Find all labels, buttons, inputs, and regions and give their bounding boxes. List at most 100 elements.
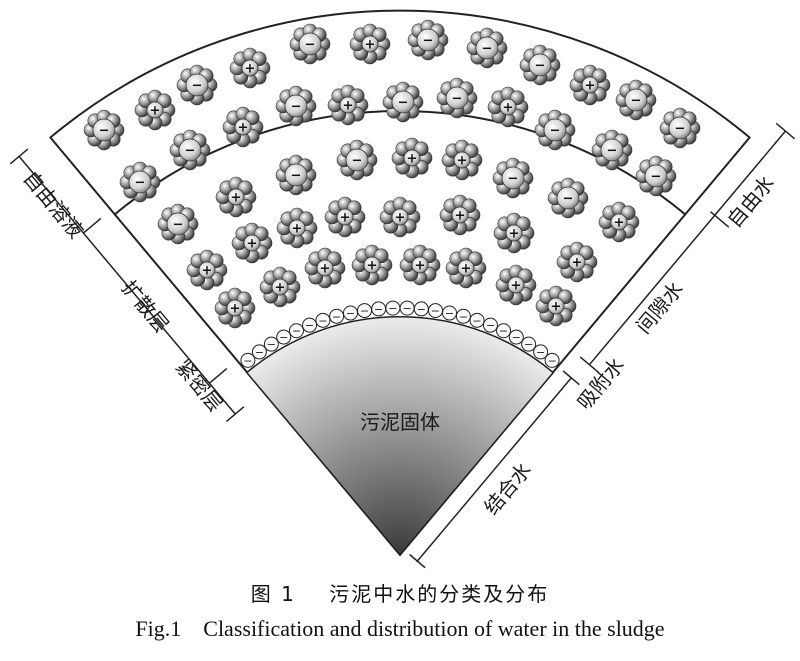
compact-layer-ion-sign: − [472,314,481,327]
cation-ion: + [276,207,318,249]
ion-sign: + [230,302,241,317]
ion-core [391,90,415,114]
compact-layer-ion: − [342,305,358,321]
label-free-solution: 自由溶液 [18,166,88,243]
ion-core [316,259,334,277]
cation-ion: + [445,247,487,289]
anion-ion: − [289,23,331,65]
compact-layer-ion: − [329,308,345,324]
compact-layer-ion-sign: − [292,325,301,338]
ion-core [361,35,379,53]
ion-sign: − [535,59,546,74]
compact-layer-ion: − [357,303,373,319]
ion-core [339,96,357,114]
caption-en: Fig.1 Classification and distribution of… [0,616,800,642]
compact-layer-ion: − [399,300,415,316]
ion-sign: + [461,262,472,277]
cation-ion: + [495,264,537,306]
ion-core [166,212,190,236]
ion-sign: + [415,259,426,274]
ion-sign: + [457,154,468,169]
label-interstitial-water: 间隙水 [631,277,688,338]
compact-layer-ion: − [508,329,524,345]
compact-layer-ion-sign: − [279,331,288,344]
compact-layer-ion-sign: − [459,310,468,323]
ion-core [528,53,552,77]
ion-sign: + [509,227,520,242]
ion-sign: − [482,42,493,57]
ion-sign: + [365,38,376,53]
anion-ion: − [119,161,161,203]
compact-layer-ion-sign: − [388,302,397,315]
ion-sign: − [508,172,519,187]
label-bound-water: 结合水 [479,458,536,519]
ion-core [507,276,525,294]
ion-sign: − [651,170,662,185]
ion-sign: + [455,209,466,224]
anion-ion: − [492,157,534,199]
anion-ion: − [635,155,677,197]
label-compact-layer: 紧密层 [171,355,228,416]
compact-layer-ion-sign: − [267,338,276,351]
compact-layer: −−−−−−−−−−−−−−−−−−−−−−−− [240,300,560,368]
caption-zh: 图 1 污泥中水的分类及分布 [0,578,800,607]
cation-ion: + [598,201,640,243]
anion-ion: − [615,79,657,121]
compact-layer-ion-sign: − [524,338,533,351]
compact-layer-ion-sign: − [536,346,545,359]
label-diffuse-layer: 扩散层 [117,276,174,337]
ion-core [457,259,475,277]
ion-core [128,170,152,194]
ion-core [475,36,499,60]
ion-core [271,278,289,296]
cation-ion: + [487,86,529,128]
ion-core [581,76,599,94]
ion-sign: − [452,92,463,107]
ion-sign: − [291,169,302,184]
ion-core [547,297,565,315]
cation-ion: + [229,47,271,89]
ion-core [624,88,648,112]
compact-layer-ion: − [302,317,318,333]
cation-ion: + [439,194,481,236]
anion-ion: − [176,64,218,106]
ion-core [226,299,244,317]
ion-sign: − [192,79,203,94]
ion-core [92,118,116,142]
cation-ion: + [214,287,256,329]
anion-ion: − [157,203,199,245]
ion-sign: − [173,218,184,233]
cation-ion: + [351,244,393,286]
ion-core [644,164,668,188]
ion-sign: + [320,262,331,277]
ion-sign: + [511,279,522,294]
ion-sign: − [135,176,146,191]
cation-ion: + [441,139,483,181]
anion-ion: − [169,129,211,171]
hydrated-ions: −+−−−+−++−−−−+−−++−−−−−−++−−+−−+++++++++… [83,19,701,329]
ion-sign: − [99,124,110,139]
ion-sign: + [247,237,258,252]
anion-ion: − [382,81,424,123]
anion-ion: − [547,177,589,219]
ion-core [451,206,469,224]
anion-ion: − [534,109,576,151]
compact-layer-ion: − [427,303,443,319]
ion-sign: + [407,152,418,167]
ion-core [600,138,624,162]
left-scale [9,148,245,422]
ion-sign: + [551,300,562,315]
compact-layer-ion: − [251,344,267,360]
ion-sign: + [340,211,351,226]
compact-layer-ion-sign: − [499,325,508,338]
compact-layer-ion: − [263,336,279,352]
compact-layer-ion: − [496,323,512,339]
ion-sign: − [607,144,618,159]
right-scale [409,122,796,569]
anion-ion: − [591,129,633,171]
ion-core [403,149,421,167]
cation-ion: + [304,247,346,289]
ion-core [284,94,308,118]
cation-ion: + [379,196,421,238]
